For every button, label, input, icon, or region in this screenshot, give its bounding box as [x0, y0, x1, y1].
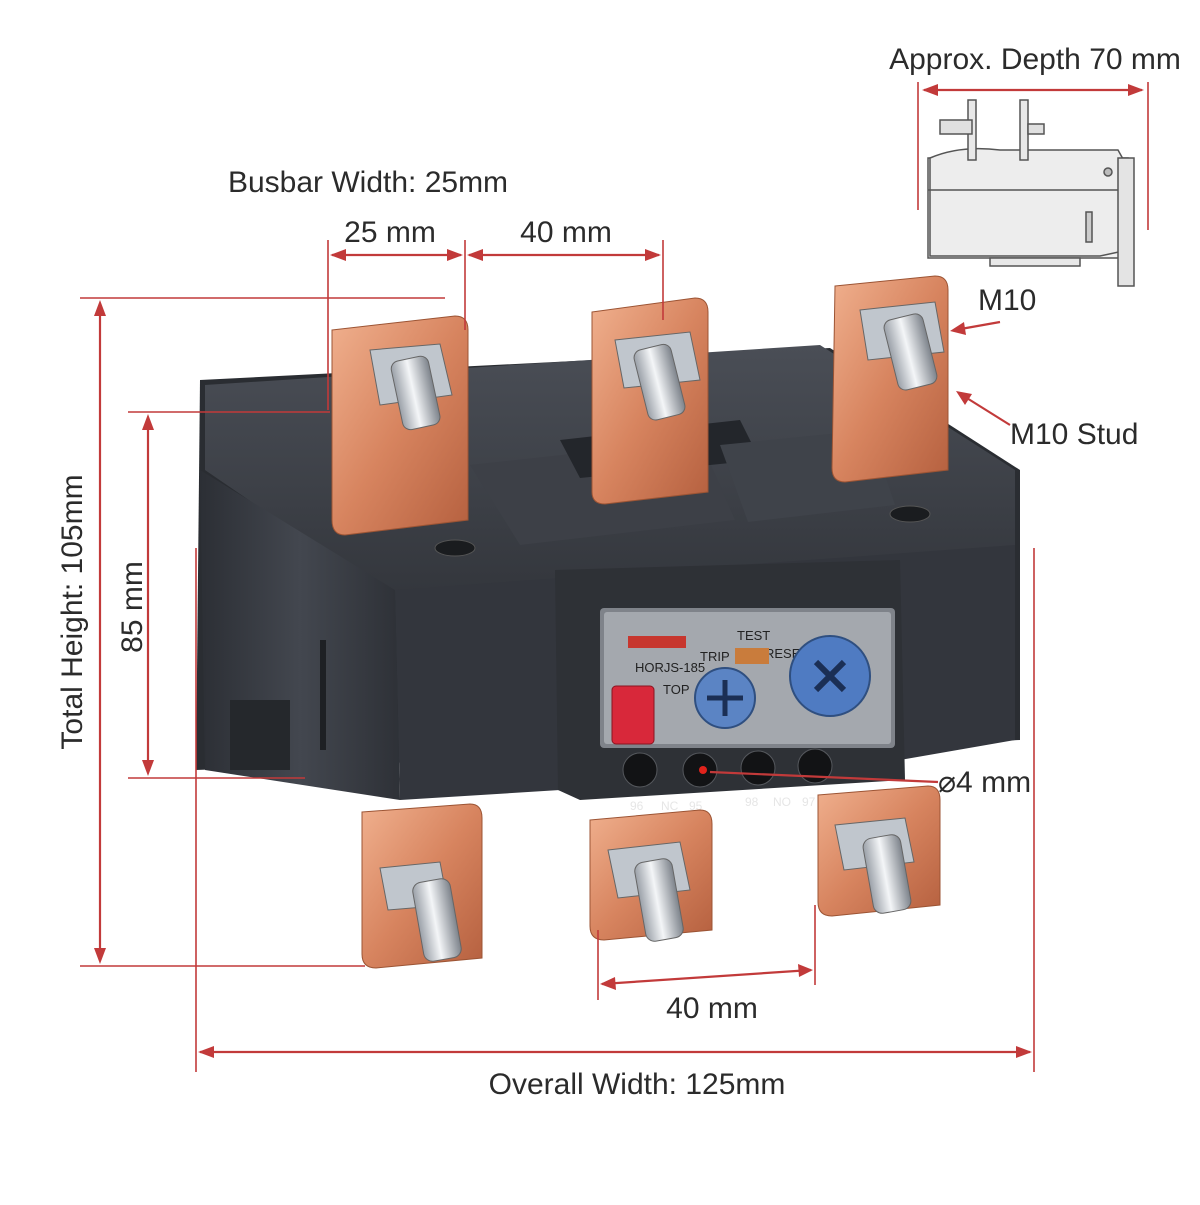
depth-label: Approx. Depth 70 mm [889, 43, 1181, 76]
top-busbar-right [831, 275, 949, 483]
overall-width-label: Overall Width: 125mm [489, 1068, 786, 1101]
control-module: HORJS-185 TEST TRIP RESET TOP 96 NC 95 9… [555, 560, 905, 813]
terminal-label-95: 95 [689, 799, 703, 813]
top-label: TOP [663, 682, 690, 697]
trip-label: TRIP [700, 649, 730, 664]
terminal-hole [797, 748, 833, 784]
terminal-label-96: 96 [630, 799, 644, 813]
terminal-hole [622, 752, 658, 788]
terminal-hole [740, 750, 776, 786]
m10-label: M10 [978, 284, 1036, 317]
model-label: HORJS-185 [635, 660, 705, 675]
bottom-pitch-40mm-label: 40 mm [666, 992, 758, 1025]
top-busbar-left [331, 315, 469, 536]
total-height-label: Total Height: 105mm [56, 474, 89, 749]
test-button[interactable] [611, 685, 655, 745]
terminal-label-no: NO [773, 795, 791, 809]
busbar-width-label: Busbar Width: 25mm [228, 166, 508, 199]
m10-stud-label: M10 Stud [1010, 418, 1138, 451]
terminal-label-98: 98 [745, 795, 759, 809]
test-label: TEST [737, 628, 770, 643]
side-view-drawing [927, 99, 1135, 287]
bottom-busbar-middle [589, 809, 713, 942]
hole-diameter-label: ⌀4 mm [938, 766, 1031, 799]
top-busbar-middle [591, 297, 709, 505]
bottom-busbar-left [361, 803, 483, 969]
busbar-25mm-label: 25 mm [344, 216, 436, 249]
height-85mm-label: 85 mm [116, 561, 149, 653]
top-pitch-40mm-label: 40 mm [520, 216, 612, 249]
bottom-busbar-right [817, 785, 941, 917]
terminal-label-nc: NC [661, 799, 679, 813]
terminal-label-97: 97 [802, 795, 816, 809]
